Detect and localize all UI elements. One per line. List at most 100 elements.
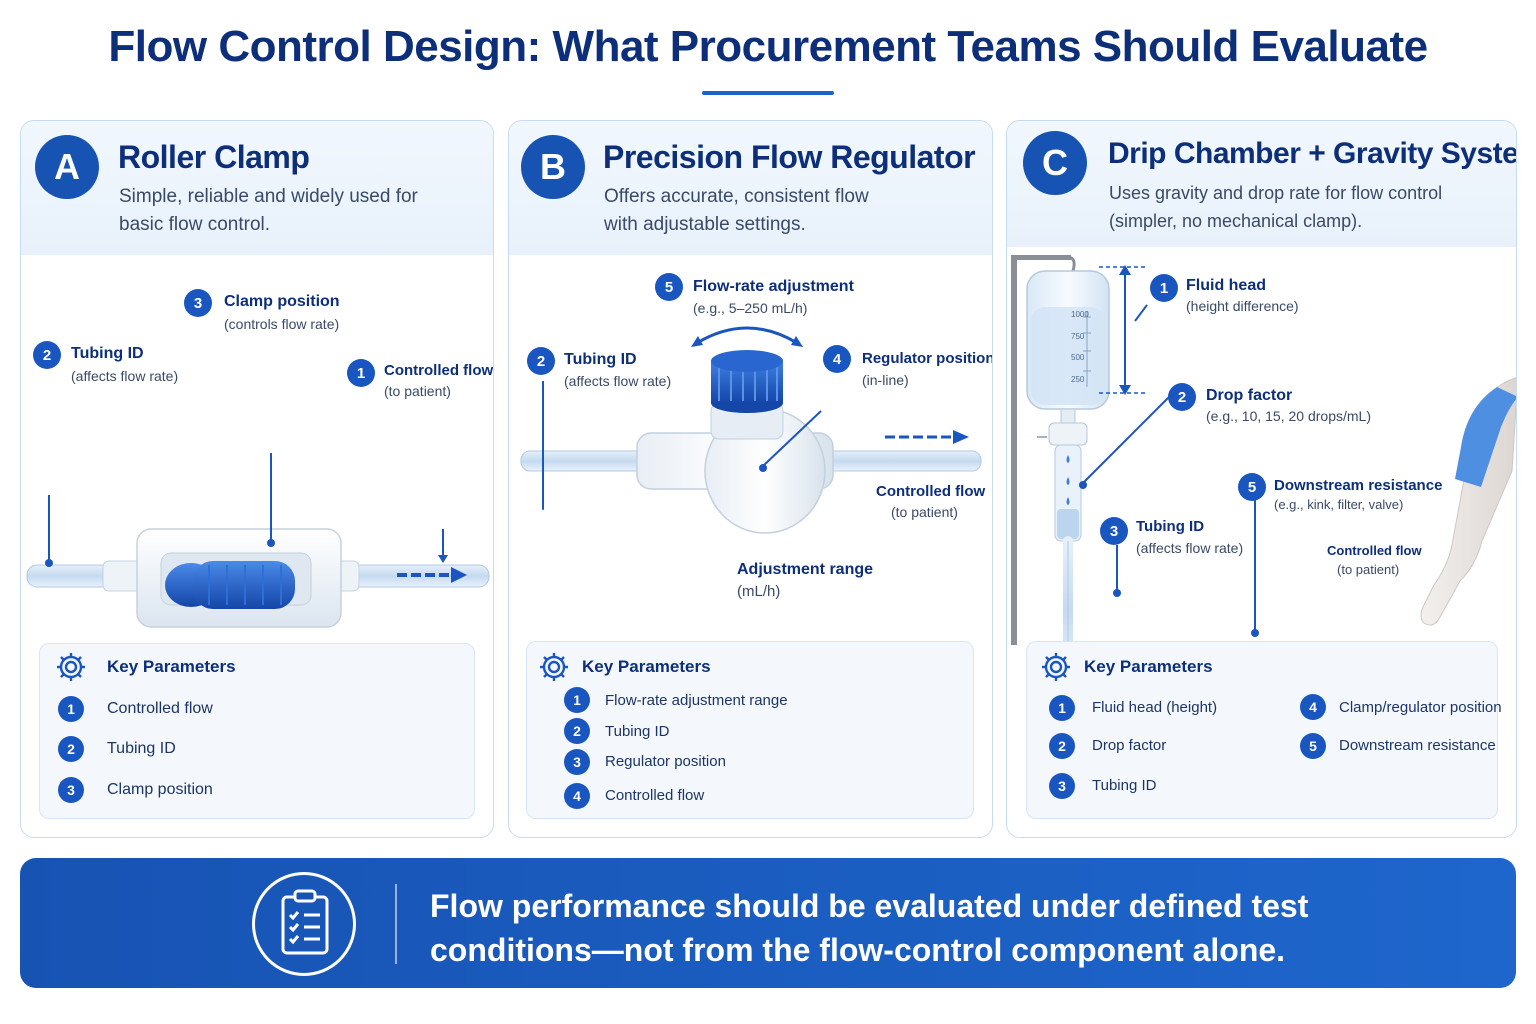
- kp-c-badge-4: 4: [1300, 694, 1326, 720]
- callout-c-downstream-resistance: Downstream resistance: [1274, 477, 1443, 494]
- kp-b-title: Key Parameters: [582, 657, 711, 676]
- bag-mark-750: 750: [1071, 332, 1085, 341]
- gravity-system-illustration: [1011, 255, 1516, 647]
- callout-c-downstream-resistance-sub: (e.g., kink, filter, valve): [1274, 497, 1404, 512]
- panel-a-subtitle-2: basic flow control.: [119, 214, 271, 235]
- callout-c-fluid-head: Fluid head: [1186, 277, 1266, 294]
- callout-b-flow-rate-adjustment: Flow-rate adjustment: [693, 278, 854, 295]
- panel-roller-clamp: A Roller Clamp Simple, reliable and wide…: [20, 120, 494, 838]
- kp-b-item-4: Controlled flow: [605, 787, 705, 804]
- callout-c-controlled-flow: Controlled flow: [1327, 543, 1422, 558]
- kp-a-badge-1: 1: [58, 696, 84, 722]
- callout-a-badge-3: 3: [184, 289, 212, 317]
- callout-c-drop-factor-sub: (e.g., 10, 15, 20 drops/mL): [1206, 408, 1371, 424]
- callout-b-regulator-position: Regulator position: [862, 350, 993, 367]
- kp-c-item-4: Clamp/regulator position: [1339, 699, 1502, 716]
- callout-a-badge-2: 2: [33, 341, 61, 369]
- bag-mark-250: 250: [1071, 375, 1085, 384]
- kp-b-badge-2: 2: [564, 718, 590, 744]
- panel-c-letter: C: [1023, 131, 1087, 195]
- key-parameters-c: Key Parameters 1 Fluid head (height) 2 D…: [1026, 641, 1502, 819]
- kp-c-badge-2: 2: [1049, 733, 1075, 759]
- kp-a-badge-2: 2: [58, 736, 84, 762]
- panel-a-subtitle-1: Simple, reliable and widely used for: [119, 186, 418, 207]
- kp-b-badge-3: 3: [564, 749, 590, 775]
- callout-a-tubing-id: Tubing ID: [71, 345, 144, 362]
- callout-b-controlled-flow: Controlled flow: [876, 483, 986, 500]
- callout-a-controlled-flow: Controlled flow: [384, 362, 494, 379]
- panel-b-header: [509, 121, 992, 255]
- callout-c-controlled-flow-sub: (to patient): [1337, 562, 1400, 577]
- kp-b-item-3: Regulator position: [605, 753, 726, 770]
- kp-c-badge-5: 5: [1300, 733, 1326, 759]
- key-parameters-b: Key Parameters 1 Flow-rate adjustment ra…: [526, 641, 974, 819]
- page-title: Flow Control Design: What Procurement Te…: [108, 22, 1428, 71]
- summary-banner: Flow performance should be evaluated und…: [20, 858, 1516, 988]
- adjustment-range-unit: (mL/h): [737, 583, 781, 600]
- kp-c-badge-3: 3: [1049, 773, 1075, 799]
- callout-c-drop-factor: Drop factor: [1206, 387, 1293, 404]
- panel-c-title: Drip Chamber + Gravity System: [1108, 137, 1517, 170]
- roller-clamp-illustration: [26, 453, 490, 628]
- kp-c-item-2: Drop factor: [1092, 737, 1167, 754]
- title-underline: [702, 91, 834, 95]
- kp-a-item-2: Tubing ID: [107, 740, 176, 757]
- callout-a-controlled-flow-sub: (to patient): [384, 383, 451, 399]
- kp-c-badge-1: 1: [1049, 695, 1075, 721]
- callout-b-badge-2: 2: [527, 347, 555, 375]
- bag-mark-1000: 1000: [1071, 310, 1089, 319]
- adjustment-range-title: Adjustment range: [737, 561, 874, 578]
- callout-c-tubing-id: Tubing ID: [1136, 518, 1205, 535]
- callout-c-badge-5: 5: [1238, 473, 1266, 501]
- kp-c-item-5: Downstream resistance: [1339, 737, 1496, 754]
- gear-icon: [540, 653, 568, 681]
- panel-a-header: [21, 121, 493, 255]
- panel-b-letter: B: [521, 135, 585, 199]
- kp-a-item-3: Clamp position: [107, 781, 213, 798]
- kp-b-badge-1: 1: [564, 687, 590, 713]
- clipboard-checklist-icon: [252, 872, 356, 976]
- callout-b-tubing-id: Tubing ID: [564, 351, 637, 368]
- panel-c-header: [1007, 121, 1516, 247]
- kp-b-item-2: Tubing ID: [605, 723, 670, 740]
- callout-b-badge-4: 4: [823, 345, 851, 373]
- callout-b-flow-rate-adjustment-sub: (e.g., 5–250 mL/h): [693, 300, 808, 316]
- gear-icon: [57, 653, 85, 681]
- callout-b-controlled-flow-sub: (to patient): [891, 504, 958, 520]
- callout-b-badge-5: 5: [655, 273, 683, 301]
- kp-b-item-1: Flow-rate adjustment range: [605, 692, 788, 709]
- banner-line-1: Flow performance should be evaluated und…: [430, 888, 1309, 924]
- panel-a-letter: A: [35, 135, 99, 199]
- banner-line-2: conditions—not from the flow-control com…: [430, 932, 1286, 968]
- panel-c-subtitle-2: (simpler, no mechanical clamp).: [1109, 211, 1363, 231]
- callout-c-badge-2: 2: [1168, 383, 1196, 411]
- kp-a-item-1: Controlled flow: [107, 700, 213, 717]
- panel-b-subtitle-1: Offers accurate, consistent flow: [604, 186, 869, 207]
- banner-message: Flow performance should be evaluated und…: [430, 884, 1430, 972]
- banner-divider: [395, 884, 397, 964]
- key-parameters-a: Key Parameters 1 Controlled flow 2 Tubin…: [39, 643, 475, 819]
- callout-c-tubing-id-sub: (affects flow rate): [1136, 540, 1244, 556]
- panel-b-title: Precision Flow Regulator: [603, 139, 976, 175]
- gear-icon: [1042, 653, 1070, 681]
- callout-a-clamp-position: Clamp position: [224, 293, 340, 310]
- arrow-right-icon: [397, 567, 467, 583]
- kp-c-item-3: Tubing ID: [1092, 777, 1157, 794]
- kp-c-title: Key Parameters: [1084, 657, 1213, 676]
- panel-drip-chamber-gravity: C Drip Chamber + Gravity System Uses gra…: [1006, 120, 1517, 838]
- kp-b-badge-4: 4: [564, 783, 590, 809]
- kp-c-item-1: Fluid head (height): [1092, 699, 1218, 716]
- callout-a-clamp-position-sub: (controls flow rate): [224, 316, 340, 332]
- bag-mark-500: 500: [1071, 353, 1085, 362]
- callout-c-fluid-head-sub: (height difference): [1186, 298, 1299, 314]
- callout-a-badge-1: 1: [347, 359, 375, 387]
- panel-precision-flow-regulator: B Precision Flow Regulator Offers accura…: [508, 120, 993, 838]
- callout-b-tubing-id-sub: (affects flow rate): [564, 373, 672, 389]
- callout-a-tubing-id-sub: (affects flow rate): [71, 368, 179, 384]
- panel-c-subtitle-1: Uses gravity and drop rate for flow cont…: [1109, 183, 1443, 203]
- panel-b-subtitle-2: with adjustable settings.: [604, 214, 806, 235]
- kp-a-badge-3: 3: [58, 777, 84, 803]
- panel-a-title: Roller Clamp: [118, 139, 310, 175]
- kp-a-title: Key Parameters: [107, 657, 236, 676]
- callout-c-badge-1: 1: [1150, 274, 1178, 302]
